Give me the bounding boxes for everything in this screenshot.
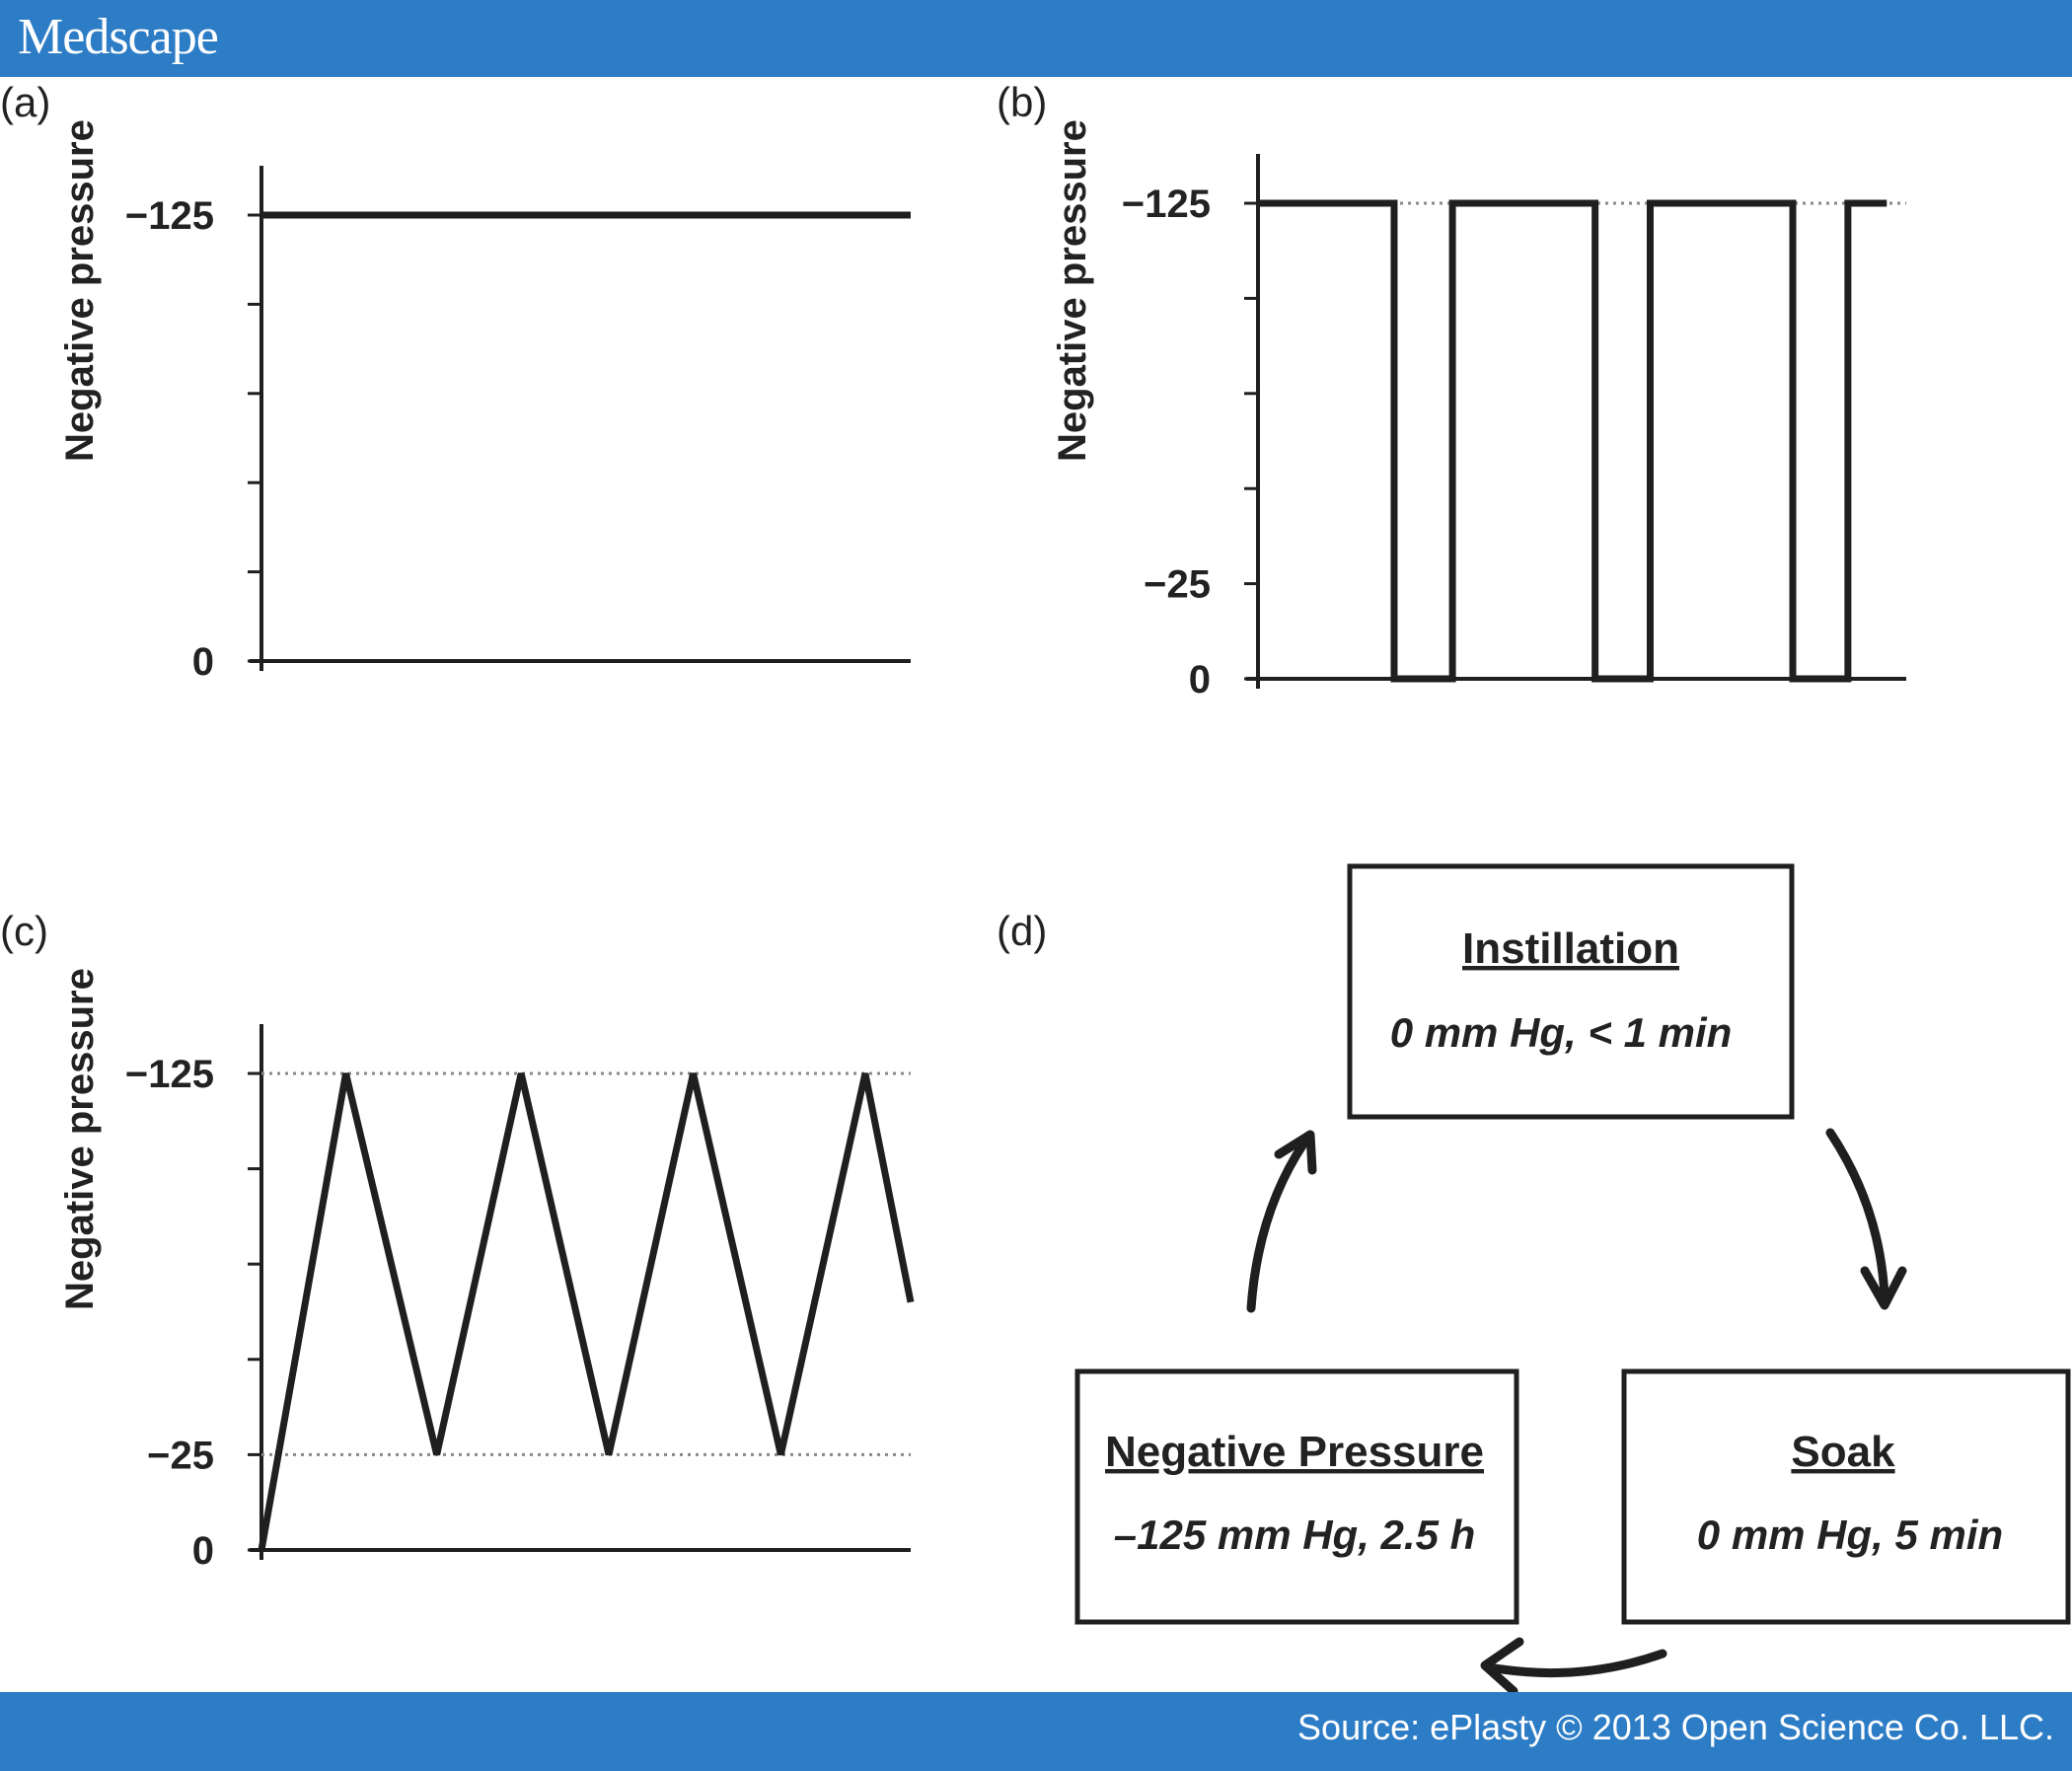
panel-b: (b) Negative pressure −125 −25 0 xyxy=(997,79,1906,701)
panel-b-label: (b) xyxy=(997,79,1047,125)
soak-box: Soak 0 mm Hg, 5 min xyxy=(1621,1368,2071,1625)
negative-pressure-subtitle: –125 mm Hg, 2.5 h xyxy=(1114,1512,1476,1558)
source-credit: Source: ePlasty © 2013 Open Science Co. … xyxy=(1297,1707,2054,1747)
y-tick-label: −25 xyxy=(147,1434,214,1477)
panel-c-ylabel: Negative pressure xyxy=(58,968,102,1310)
figure: (a) Negative pressure −125 0 (b) Negative… xyxy=(0,79,2071,1692)
panel-d: (d) Instillation 0 mm Hg, < 1 min Soak 0… xyxy=(997,863,2071,1692)
arrow-instillation-to-soak xyxy=(1825,1128,1907,1310)
panel-a: (a) Negative pressure −125 0 xyxy=(0,79,911,684)
panel-c: (c) Negative pressure −125 −25 0 xyxy=(0,908,915,1573)
negative-pressure-title: Negative Pressure xyxy=(1105,1428,1484,1476)
medscape-logo: Medscape xyxy=(18,9,219,65)
panel-a-ylabel: Negative pressure xyxy=(58,119,102,462)
y-tick-label: −125 xyxy=(125,1053,214,1096)
y-tick-label: 0 xyxy=(1189,658,1211,701)
soak-subtitle: 0 mm Hg, 5 min xyxy=(1697,1512,2003,1558)
y-tick-label: 0 xyxy=(192,1529,214,1573)
instillation-box: Instillation 0 mm Hg, < 1 min xyxy=(1347,863,1795,1120)
header-banner xyxy=(0,0,2072,77)
panel-b-ylabel: Negative pressure xyxy=(1051,119,1094,462)
instillation-title: Instillation xyxy=(1462,924,1679,973)
y-tick-label: 0 xyxy=(192,640,214,684)
panel-c-label: (c) xyxy=(0,908,48,954)
arrow-negative-pressure-to-instillation xyxy=(1246,1130,1317,1313)
pressure-series-line xyxy=(1258,199,1887,683)
instillation-subtitle: 0 mm Hg, < 1 min xyxy=(1390,1009,1733,1056)
y-tick-label: −25 xyxy=(1144,563,1211,607)
footer-banner xyxy=(0,1692,2072,1771)
y-tick-label: −125 xyxy=(125,194,214,238)
arrow-soak-to-negative-pressure xyxy=(1480,1637,1667,1692)
negative-pressure-box: Negative Pressure –125 mm Hg, 2.5 h xyxy=(1074,1368,1519,1625)
pressure-series-line xyxy=(258,1072,915,1551)
soak-title: Soak xyxy=(1791,1428,1895,1476)
panel-d-label: (d) xyxy=(997,908,1047,954)
panel-a-label: (a) xyxy=(0,79,50,125)
y-tick-label: −125 xyxy=(1122,183,1211,226)
